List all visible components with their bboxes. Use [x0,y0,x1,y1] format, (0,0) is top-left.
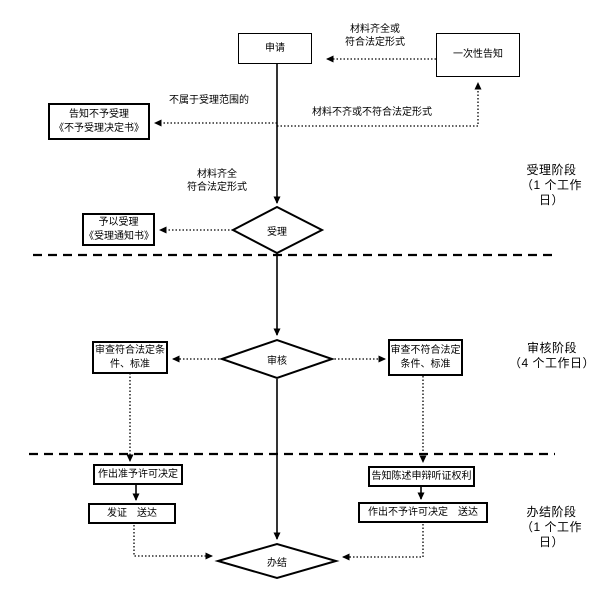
diamond-review [218,338,336,380]
stage-label-review: 审核阶段 （4 个工作日） [508,341,595,370]
diamond-accept [230,205,325,255]
node-deny-deliver: 作出不予许可决定 送达 [358,502,488,523]
edge-label-out-of-scope: 不属于受理范围的 [169,95,249,106]
node-issue-deliver: 发证 送达 [88,503,176,524]
edge-label-incomplete-or-illegal: 材料不齐或不符合法定形式 [312,107,432,118]
node-one-time-notify: 一次性告知 [436,33,520,77]
stage-label-accept: 受理阶段 （1 个工作 日） [520,163,582,207]
dotted-issue-to-finish [133,525,213,560]
dotted-to-one-time-notify [277,82,482,127]
diamond-finish-label: 办结 [267,557,287,569]
diamond-review-label: 审核 [267,355,287,367]
node-apply: 申请 [238,33,312,64]
node-inform-rights: 告知陈述申辩听证权利 [368,466,475,487]
edge-label-complete-or-legal: 材料齐全或 符合法定形式 [345,24,405,48]
stage-label-finish: 办结阶段 （1 个工作 日） [520,505,582,549]
node-review-pass: 审查符合法定条 件、标准 [92,341,168,374]
node-grant-decision: 作出准予许可决定 [93,464,183,485]
diamond-finish [214,542,340,580]
node-review-fail: 审查不符合法定 条件、标准 [388,339,463,376]
edge-label-complete-legal: 材料齐全 符合法定形式 [187,169,247,193]
dotted-deny-to-finish [342,524,424,561]
node-accept-notice: 予以受理 《受理通知书》 [82,213,155,246]
node-reject-notice: 告知不予受理 《不予受理决定书》 [48,103,150,140]
diamond-accept-label: 受理 [267,226,287,238]
